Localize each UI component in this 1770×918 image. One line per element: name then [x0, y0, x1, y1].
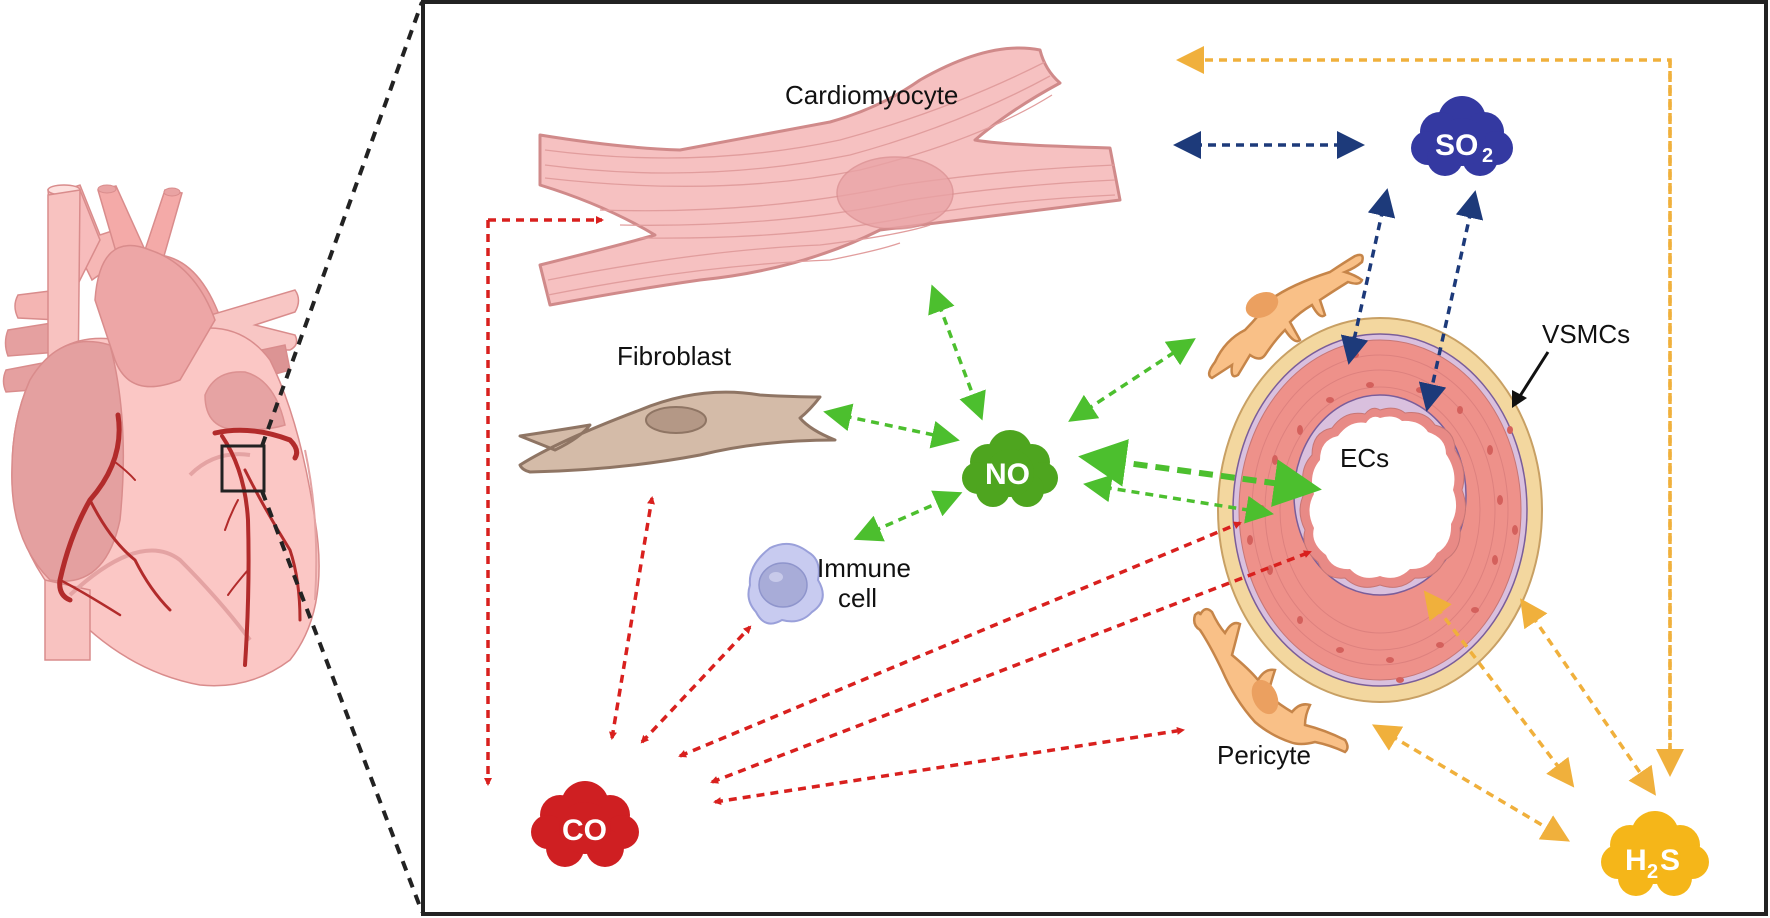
h2s-label-s: S [1660, 844, 1680, 877]
so2-label-main: SO [1435, 129, 1478, 162]
arrow-co-ecs [710, 550, 1312, 784]
so2-arrows [1173, 131, 1484, 412]
cardiomyocyte-cell [538, 46, 1122, 307]
blood-vessel-cross-section [1217, 317, 1543, 703]
h2s-label-h: H [1625, 844, 1647, 877]
zoom-line-top [260, 1, 424, 447]
fibroblast-cell [518, 390, 837, 474]
heart-illustration [2, 184, 320, 687]
h2s-cloud: H 2 S [1601, 811, 1709, 896]
arrow-no-vsmcs [1083, 474, 1274, 524]
pericyte-label: Pericyte [1217, 740, 1311, 770]
immune-cell-label-line2: cell [838, 583, 877, 613]
vsmcs-pointer-arrow [1518, 351, 1550, 397]
arrow-no-pericyte [1068, 338, 1196, 422]
no-label: NO [985, 458, 1030, 491]
ecs-label: ECs [1340, 443, 1389, 473]
arrow-no-immune [853, 490, 963, 542]
zoom-line-bottom [260, 490, 424, 913]
co-label: CO [562, 814, 607, 847]
no-arrows [823, 284, 1322, 542]
co-arrows [484, 216, 1312, 806]
arrow-no-fibroblast [823, 403, 960, 449]
arrow-h2s-ecs [1423, 590, 1575, 788]
fibroblast-label: Fibroblast [617, 341, 732, 371]
co-cloud: CO [531, 781, 639, 867]
arrow-so2-ecs [1418, 190, 1484, 412]
vsmcs-label: VSMCs [1542, 319, 1630, 349]
arrow-h2s-vsmcs [1520, 598, 1656, 796]
no-cloud: NO [962, 430, 1058, 507]
vsmcs-pointer-arrowhead [1512, 390, 1527, 408]
h2s-arrows [1176, 46, 1684, 842]
arrow-no-cardiomyocyte [928, 284, 986, 421]
so2-label-sub: 2 [1482, 145, 1493, 167]
arrow-co-pericyte [713, 726, 1185, 806]
zoom-region-box [220, 444, 266, 493]
immune-cell-label-line1: Immune [817, 553, 911, 583]
arrow-co-fibroblast [609, 496, 655, 740]
h2s-label-sub: 2 [1647, 861, 1658, 883]
cardiomyocyte-label: Cardiomyocyte [785, 80, 958, 110]
so2-cloud: SO 2 [1411, 96, 1513, 176]
